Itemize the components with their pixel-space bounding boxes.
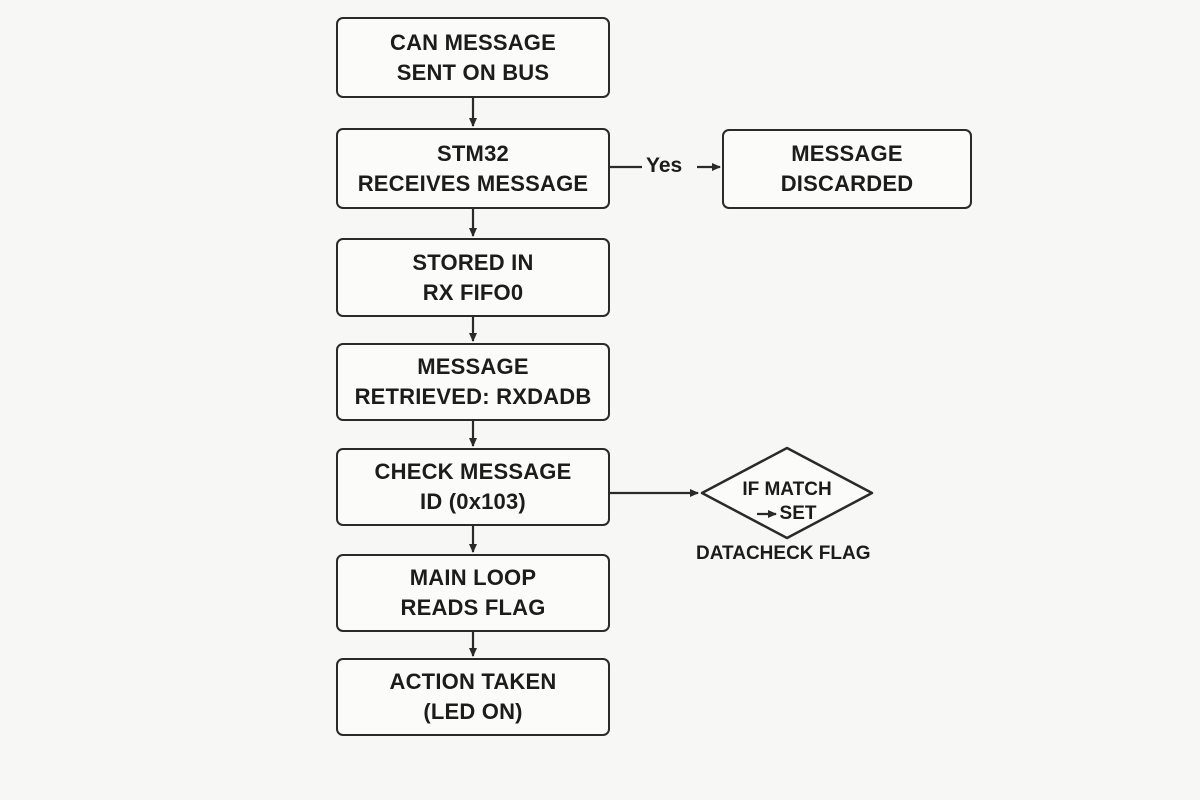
node-action-taken: ACTION TAKEN (LED ON) (336, 658, 610, 736)
node-message-retrieved-line1: MESSAGE (417, 354, 529, 379)
node-message-discarded-line1: MESSAGE (791, 141, 903, 166)
node-stm32-receives: STM32 RECEIVES MESSAGE (336, 128, 610, 209)
edge-label-yes: Yes (646, 154, 683, 177)
decision-diamond-text: IF MATCH SET (702, 478, 872, 526)
node-check-message-id: CHECK MESSAGE ID (0x103) (336, 448, 610, 526)
node-main-loop-line1: MAIN LOOP (409, 565, 537, 590)
node-stored-rx-fifo0-line2: RX FIFO0 (422, 279, 524, 305)
node-message-retrieved-line2: RETRIEVED: RXDADB (354, 384, 592, 409)
decision-line1: IF MATCH (742, 479, 832, 500)
node-stm32-receives-line1: STM32 (437, 140, 509, 166)
node-can-message-sent: CAN MESSAGE SENT ON BUS (336, 17, 610, 98)
decision-caption: DATACHECK FLAG (696, 543, 871, 564)
node-stored-rx-fifo0-line1: STORED IN (412, 249, 534, 275)
node-can-message-sent-line1: CAN MESSAGE (390, 29, 556, 55)
node-stm32-receives-line2: RECEIVES MESSAGE (357, 170, 589, 196)
node-main-loop: MAIN LOOP READS FLAG (336, 554, 610, 632)
node-stored-rx-fifo0: STORED IN RX FIFO0 (336, 238, 610, 317)
decision-line2: SET (779, 503, 817, 524)
decision-diamond (700, 446, 874, 540)
node-message-discarded: MESSAGE DISCARDED (722, 129, 972, 209)
node-can-message-sent-line2: SENT ON BUS (396, 59, 550, 85)
node-message-discarded-line2: DISCARDED (780, 171, 914, 196)
node-check-message-id-line2: ID (0x103) (420, 489, 526, 514)
node-main-loop-line2: READS FLAG (400, 595, 546, 620)
node-action-taken-line1: ACTION TAKEN (389, 669, 557, 694)
node-message-retrieved: MESSAGE RETRIEVED: RXDADB (336, 343, 610, 421)
node-check-message-id-line1: CHECK MESSAGE (374, 459, 572, 484)
node-action-taken-line2: (LED ON) (423, 699, 523, 724)
